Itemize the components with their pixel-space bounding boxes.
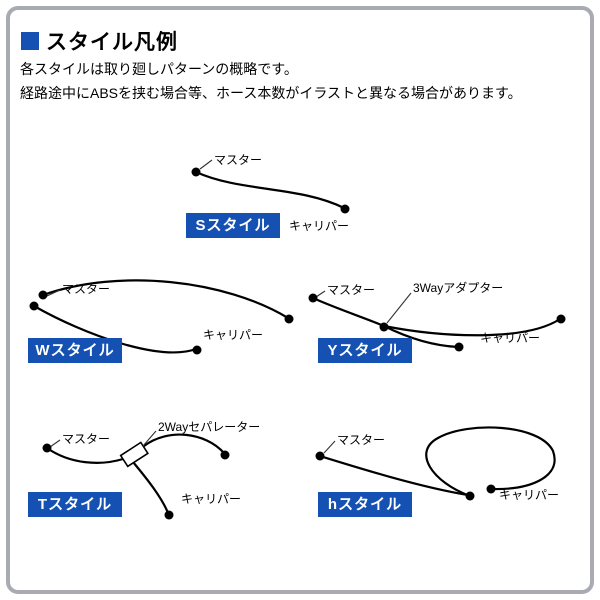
y-style-branch-hose-path-1 [382, 324, 460, 349]
w-style-upper-hose-path [41, 279, 290, 320]
y-style-branch-hose-path-2 [382, 317, 562, 337]
s-style-master-leader-line [199, 159, 213, 170]
h-style-caliper-dot-2 [486, 484, 496, 494]
s-style-caliper-label: キャリパー [289, 219, 350, 233]
h-style-master-label: マスター [337, 433, 386, 447]
y-style-adapter-label: 3Wayアダプター [413, 281, 504, 295]
w-style-master-dot-1 [38, 290, 48, 300]
w-style-caliper-dot-1 [284, 314, 294, 324]
y-style-caliper-label: キャリパー [480, 331, 541, 345]
w-style-caliper-dot-2 [192, 345, 202, 355]
w-style-badge: Wスタイル [28, 338, 122, 363]
description-line-2: 経路途中にABSを挟む場合等、ホース本数がイラストと異なる場合があります。 [20, 85, 522, 101]
t-style-branch-hose-path-1 [142, 433, 226, 455]
y-style-adapter-leader-line [386, 292, 412, 324]
t-style-separator-label: 2Wayセパレーター [158, 420, 261, 434]
w-style-caliper-label: キャリパー [203, 328, 264, 342]
page-title: スタイル凡例 [46, 31, 178, 54]
t-style-master-label: マスター [62, 432, 111, 446]
h-style-master-leader-line [323, 440, 336, 454]
t-style-separator-leader-line [142, 430, 157, 447]
s-style-caliper-dot [340, 204, 350, 214]
y-style-caliper-dot-1 [454, 342, 464, 352]
s-style-master-dot [191, 167, 201, 177]
y-style-master-leader-line [315, 290, 326, 298]
s-style-badge: Sスタイル [186, 213, 280, 238]
t-style-separator-box [119, 441, 149, 468]
h-style-caliper-dot-1 [465, 491, 475, 501]
t-style-master-dot [42, 443, 52, 453]
h-style-master-dot [315, 451, 325, 461]
t-style-caliper-dot-1 [220, 450, 230, 460]
w-style-master-label: マスター [62, 282, 111, 296]
s-style-master-label: マスター [214, 153, 263, 167]
border-frame [6, 6, 594, 594]
y-style-badge: Yスタイル [318, 338, 412, 363]
y-style-master-dot [308, 293, 318, 303]
w-style-master-leader-line [46, 289, 61, 297]
t-style-caliper-dot-2 [164, 510, 174, 520]
s-style-hose-path [194, 170, 346, 210]
h-style-loop-hose-path [425, 426, 556, 498]
t-style-caliper-label: キャリパー [181, 492, 242, 506]
h-style-badge: hスタイル [318, 492, 412, 517]
title-bullet-icon [21, 32, 39, 50]
description-line-1: 各スタイルは取り廻しパターンの概略です。 [20, 61, 298, 77]
y-style-adapter-dot [379, 322, 389, 332]
h-style-caliper-label: キャリパー [499, 488, 560, 502]
t-style-badge: Tスタイル [28, 492, 122, 517]
y-style-master-label: マスター [327, 283, 376, 297]
w-style-master-dot-2 [29, 301, 39, 311]
t-style-master-hose-path [45, 446, 125, 464]
y-style-master-hose-path [311, 296, 386, 328]
header: スタイル凡例 [21, 26, 178, 56]
t-style-master-leader-line [49, 439, 61, 448]
y-style-caliper-dot-2 [556, 314, 566, 324]
t-style-branch-hose-path-2 [131, 460, 170, 515]
h-style-master-hose-path [318, 454, 470, 497]
